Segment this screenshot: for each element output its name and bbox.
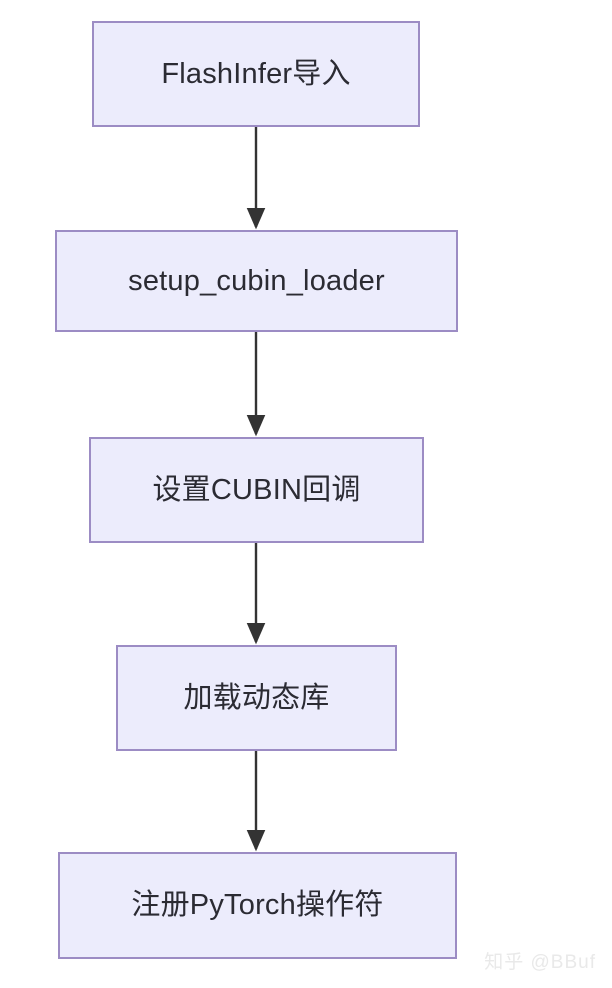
flow-node-load-dynamic-library[interactable]: 加载动态库 [116, 645, 397, 751]
flow-node-register-pytorch-ops[interactable]: 注册PyTorch操作符 [58, 852, 457, 959]
flow-node-label: 加载动态库 [183, 681, 330, 714]
watermark: 知乎 @BBuf [484, 952, 596, 973]
flow-node-label: setup_cubin_loader [128, 264, 385, 297]
flow-node-label: 注册PyTorch操作符 [131, 889, 384, 922]
flow-node-label: 设置CUBIN回调 [152, 473, 361, 506]
flow-node-setup-cubin-loader[interactable]: setup_cubin_loader [55, 230, 458, 332]
flow-node-set-cubin-callback[interactable]: 设置CUBIN回调 [89, 437, 424, 543]
flow-node-flashinfer-import[interactable]: FlashInfer导入 [92, 21, 420, 127]
flow-node-label: FlashInfer导入 [161, 57, 351, 90]
